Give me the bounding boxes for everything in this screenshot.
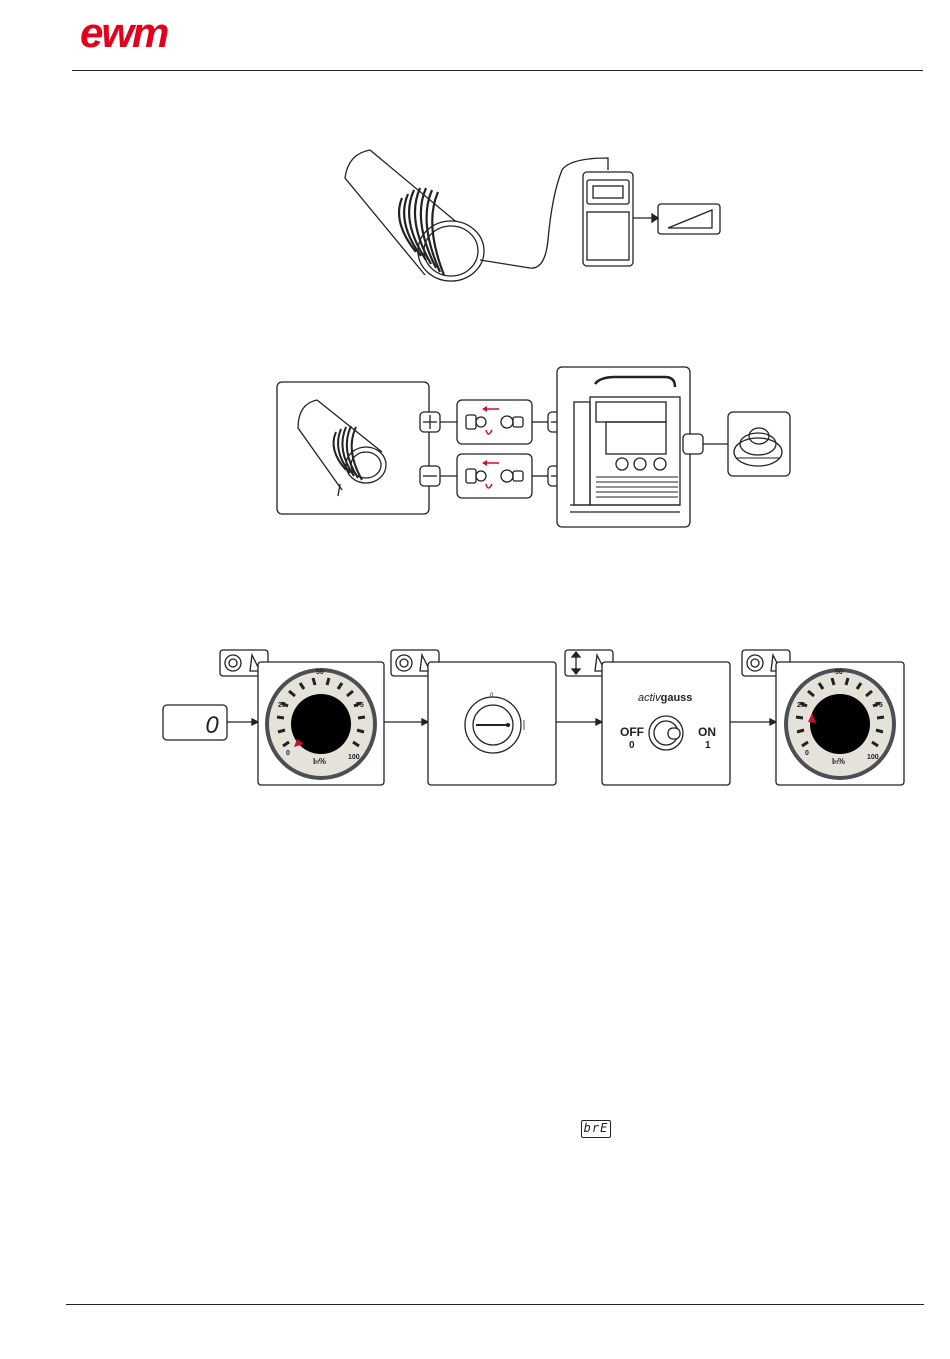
ewm-logo: ewm	[80, 14, 215, 54]
plus-terminal-pipe	[420, 412, 440, 432]
gauss-meter-icon	[583, 172, 633, 266]
connector-minus	[440, 454, 532, 498]
scale-25-b: 25	[797, 702, 805, 709]
dial-unit-b: IH%	[832, 757, 845, 766]
remote-socket-marker	[683, 434, 703, 454]
step1-dial-minimum: 0 25 50 75 100 IH%	[258, 662, 384, 785]
display-zero: 0	[163, 705, 227, 740]
welding-machine	[557, 367, 690, 527]
scale-100: 100	[348, 754, 360, 761]
step3-activgauss-toggle: activgauss OFF 0 ON 1	[602, 662, 730, 785]
step4-dial-set: 0 25 50 75 100 IH%	[776, 662, 904, 785]
ramp-icon	[658, 204, 720, 234]
scale-0: 0	[286, 750, 290, 757]
scale-0-b: 0	[805, 750, 809, 757]
logo-text: ewm	[80, 14, 168, 54]
display-value: 0	[205, 712, 219, 739]
connector-plus	[440, 400, 532, 444]
scale-100-b: 100	[867, 754, 879, 761]
header-rule	[72, 70, 923, 71]
pipe-box	[277, 382, 429, 514]
minus-terminal-pipe	[420, 466, 440, 486]
scale-75: 75	[356, 702, 364, 709]
figure-procedure: 0 0 25 50 7	[160, 645, 920, 790]
scale-50-b: 50	[835, 669, 843, 676]
figure-connection	[270, 362, 800, 532]
figure-gauss-measurement	[330, 140, 730, 290]
mode-display-icon: brE	[581, 1120, 611, 1138]
remote-control-knob	[728, 412, 790, 476]
activgauss-brand: activgauss	[638, 692, 692, 704]
on-label: ON	[698, 725, 716, 739]
step2-main-switch: 0	[428, 662, 556, 785]
dial-unit: IH%	[313, 757, 326, 766]
scale-25: 25	[278, 702, 286, 709]
scale-75-b: 75	[875, 702, 883, 709]
footer-rule	[66, 1304, 924, 1305]
off-value: 0	[629, 740, 635, 751]
on-value: 1	[705, 740, 711, 751]
off-label: OFF	[620, 725, 644, 739]
scale-50: 50	[316, 669, 324, 676]
